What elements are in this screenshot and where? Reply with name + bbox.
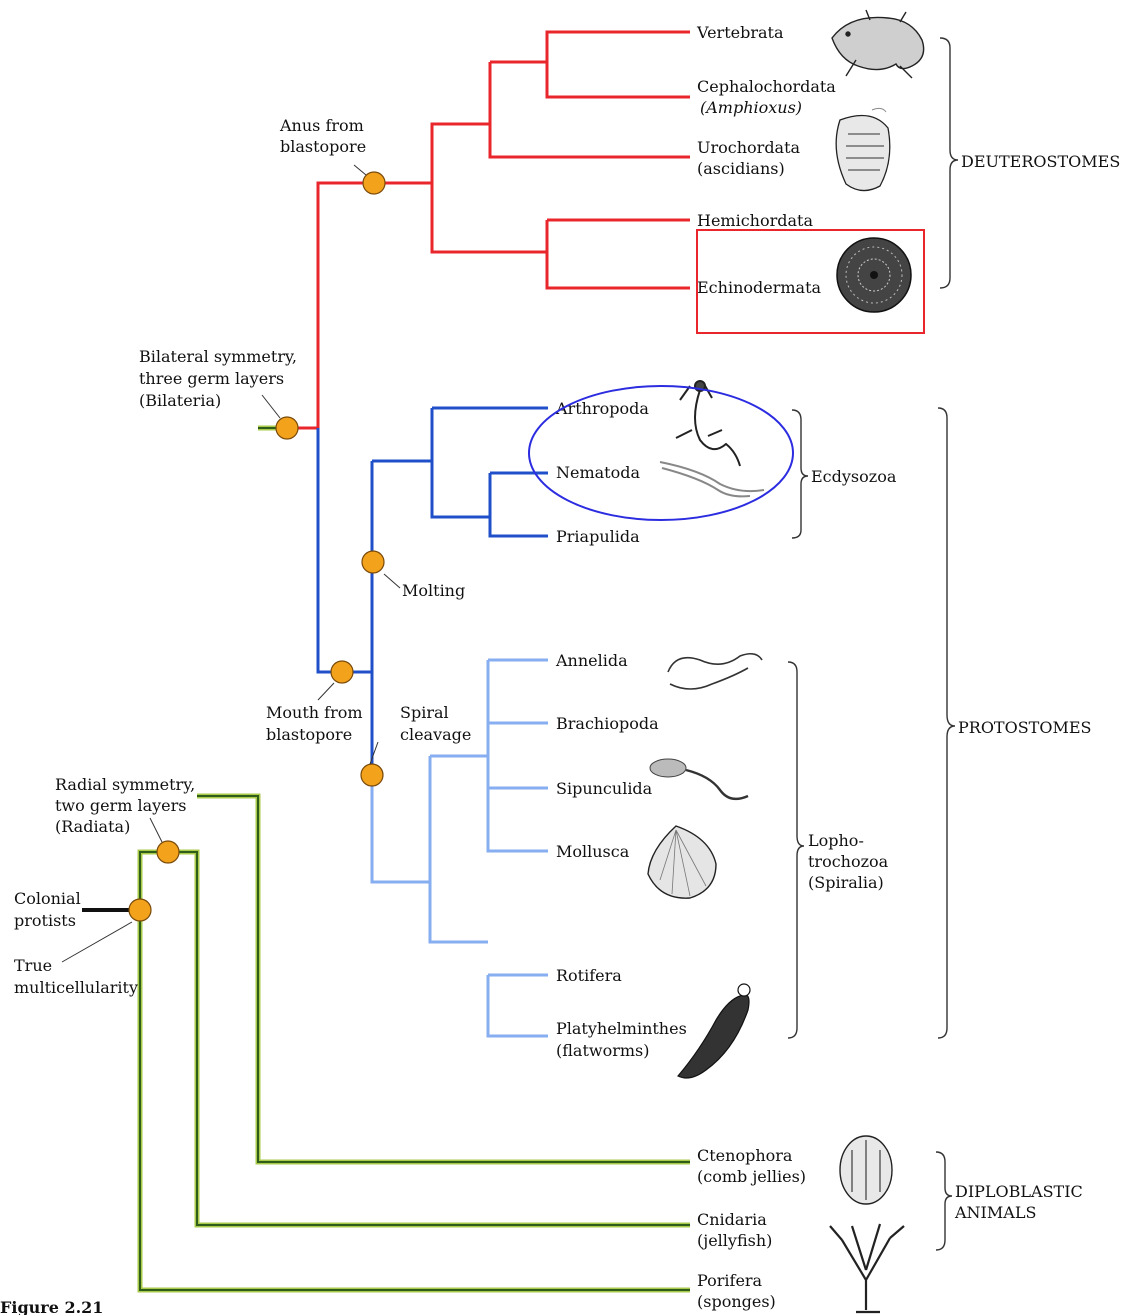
node-spiral-cleavage <box>361 764 383 786</box>
taxon-ctenophora: Ctenophora <box>697 1146 793 1165</box>
annotation-leaders <box>62 165 400 962</box>
node-anus-from-blastopore <box>363 172 385 194</box>
group-braces <box>788 38 958 1250</box>
node-radiata <box>157 841 179 863</box>
node-label-radial: Radial symmetry, <box>55 775 195 794</box>
amphioxus-illustration <box>872 108 886 112</box>
sea-urchin-illustration <box>837 238 911 312</box>
taxon-rotifera: Rotifera <box>556 966 622 985</box>
comb-jelly-illustration <box>840 1136 892 1204</box>
node-label-multicellularity: multicellularity <box>14 978 138 997</box>
taxon-urochordata-note: (ascidians) <box>697 159 785 178</box>
figure-label: Figure 2.21 <box>0 1298 103 1315</box>
node-label-radial: two germ layers <box>55 796 186 815</box>
node-label-bilateral: Bilateral symmetry, <box>139 347 297 366</box>
node-label-multicellularity: True <box>14 956 52 975</box>
node-label-spiral: cleavage <box>400 725 471 744</box>
taxon-vertebrata: Vertebrata <box>696 23 784 42</box>
node-mouth-from-blastopore <box>331 661 353 683</box>
group-lophotrochozoa: (Spiralia) <box>808 873 884 892</box>
node-label-bilateral: (Bilateria) <box>139 391 221 410</box>
sipunculid-illustration <box>650 759 748 799</box>
taxon-arthropoda: Arthropoda <box>555 399 649 418</box>
scorpion-illustration <box>676 381 740 466</box>
group-lophotrochozoa: Lopho- <box>808 831 864 850</box>
node-molting <box>362 551 384 573</box>
taxon-sipunculida: Sipunculida <box>556 779 653 798</box>
node-label-mouth: Mouth from <box>266 703 363 722</box>
node-label-radial: (Radiata) <box>55 817 130 836</box>
taxon-annelida: Annelida <box>555 651 628 670</box>
mollusc-illustration <box>648 826 716 898</box>
group-lophotrochozoa: trochozoa <box>808 852 889 871</box>
node-label-spiral: Spiral <box>400 703 449 722</box>
taxon-platyhelminthes: Platyhelminthes <box>556 1019 687 1038</box>
taxon-porifera-note: (sponges) <box>697 1292 776 1311</box>
taxon-echinodermata: Echinodermata <box>697 278 822 297</box>
node-label-molting: Molting <box>402 581 465 600</box>
group-ecdysozoa: Ecdysozoa <box>811 467 897 486</box>
deuterostome-branches <box>288 32 690 428</box>
node-label-bilateral: three germ layers <box>139 369 284 388</box>
taxon-nematoda: Nematoda <box>556 463 640 482</box>
group-protostomes: PROTOSTOMES <box>958 718 1092 737</box>
taxon-porifera: Porifera <box>697 1271 763 1290</box>
node-multicellularity <box>129 899 151 921</box>
group-diploblastic: DIPLOBLASTIC <box>955 1182 1083 1201</box>
ascidian-illustration <box>836 116 890 191</box>
taxon-brachiopoda: Brachiopoda <box>556 714 659 733</box>
taxon-cephalochordata: Cephalochordata <box>697 77 836 96</box>
taxon-priapulida: Priapulida <box>556 527 640 546</box>
node-label-mouth: blastopore <box>266 725 352 744</box>
cnidarian-illustration <box>830 1224 904 1312</box>
frog-illustration <box>832 10 924 78</box>
taxon-mollusca: Mollusca <box>556 842 630 861</box>
lophotrochozoa-branches <box>372 660 548 1036</box>
taxon-cnidaria-note: (jellyfish) <box>697 1231 772 1250</box>
node-label-colonial: Colonial <box>14 889 81 908</box>
node-label-anus: Anus from <box>279 116 364 135</box>
node-label-anus: blastopore <box>280 137 366 156</box>
ecdysozoa-highlight-ellipse <box>529 386 793 520</box>
taxon-hemichordata: Hemichordata <box>697 211 813 230</box>
nematode-illustration <box>660 462 764 496</box>
node-label-colonial: protists <box>14 911 76 930</box>
group-diploblastic: ANIMALS <box>954 1203 1036 1222</box>
taxon-urochordata: Urochordata <box>697 138 801 157</box>
group-deuterostomes: DEUTEROSTOMES <box>961 152 1120 171</box>
flatworm-illustration <box>678 984 750 1078</box>
taxon-cnidaria: Cnidaria <box>697 1210 767 1229</box>
taxon-platyhelminthes-note: (flatworms) <box>556 1041 649 1060</box>
node-bilateria <box>276 417 298 439</box>
taxon-ctenophora-note: (comb jellies) <box>697 1167 806 1186</box>
taxon-cephalochordata-note: (Amphioxus) <box>700 98 802 117</box>
annelid-illustration <box>668 654 762 689</box>
